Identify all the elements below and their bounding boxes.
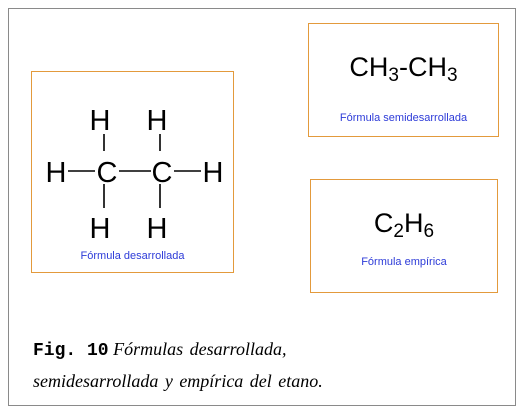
- figure-caption-line1: Fórmulas desarrollada,: [113, 339, 287, 359]
- semistructural-caption: Fórmula semidesarrollada: [339, 112, 468, 124]
- formula-part: CH: [349, 52, 389, 82]
- atom-h-right: H: [203, 157, 224, 189]
- semistructural-formula: CH3-CH3: [309, 52, 498, 86]
- formula-part: H: [404, 208, 424, 238]
- formula-subscript: 6: [423, 221, 435, 242]
- atom-h-top-right: H: [147, 105, 168, 137]
- figure-caption: Fig. 10 Fórmulas desarrollada, semidesar…: [33, 334, 503, 396]
- ethane-structural-diagram: H H H C C H H H: [46, 105, 224, 240]
- empirical-formula: C2H6: [311, 208, 497, 242]
- structural-caption: Fórmula desarrollada: [80, 250, 185, 262]
- figure-caption-line2: semidesarrollada y empírica del etano.: [33, 371, 323, 391]
- empirical-caption: Fórmula empírica: [361, 256, 447, 268]
- atom-c-right: C: [152, 157, 173, 189]
- figure-number: Fig. 10: [33, 341, 109, 361]
- structural-formula-box: H H H C C H H H Fórmula desarrollada: [31, 71, 234, 273]
- formula-part: -CH: [399, 52, 447, 82]
- atom-h-bottom-right: H: [147, 213, 168, 240]
- figure-frame: H H H C C H H H Fórmula desarrollada CH3…: [8, 8, 516, 406]
- atom-h-bottom-left: H: [90, 213, 111, 240]
- formula-subscript: 3: [388, 65, 399, 86]
- semistructural-formula-box: CH3-CH3 Fórmula semidesarrollada: [308, 23, 499, 137]
- atom-c-left: C: [97, 157, 118, 189]
- atom-h-left: H: [46, 157, 67, 189]
- formula-subscript: 3: [447, 65, 458, 86]
- formula-part: C: [373, 208, 394, 238]
- formula-subscript: 2: [393, 221, 404, 242]
- empirical-formula-box: C2H6 Fórmula empírica: [310, 179, 498, 293]
- atom-h-top-left: H: [90, 105, 111, 137]
